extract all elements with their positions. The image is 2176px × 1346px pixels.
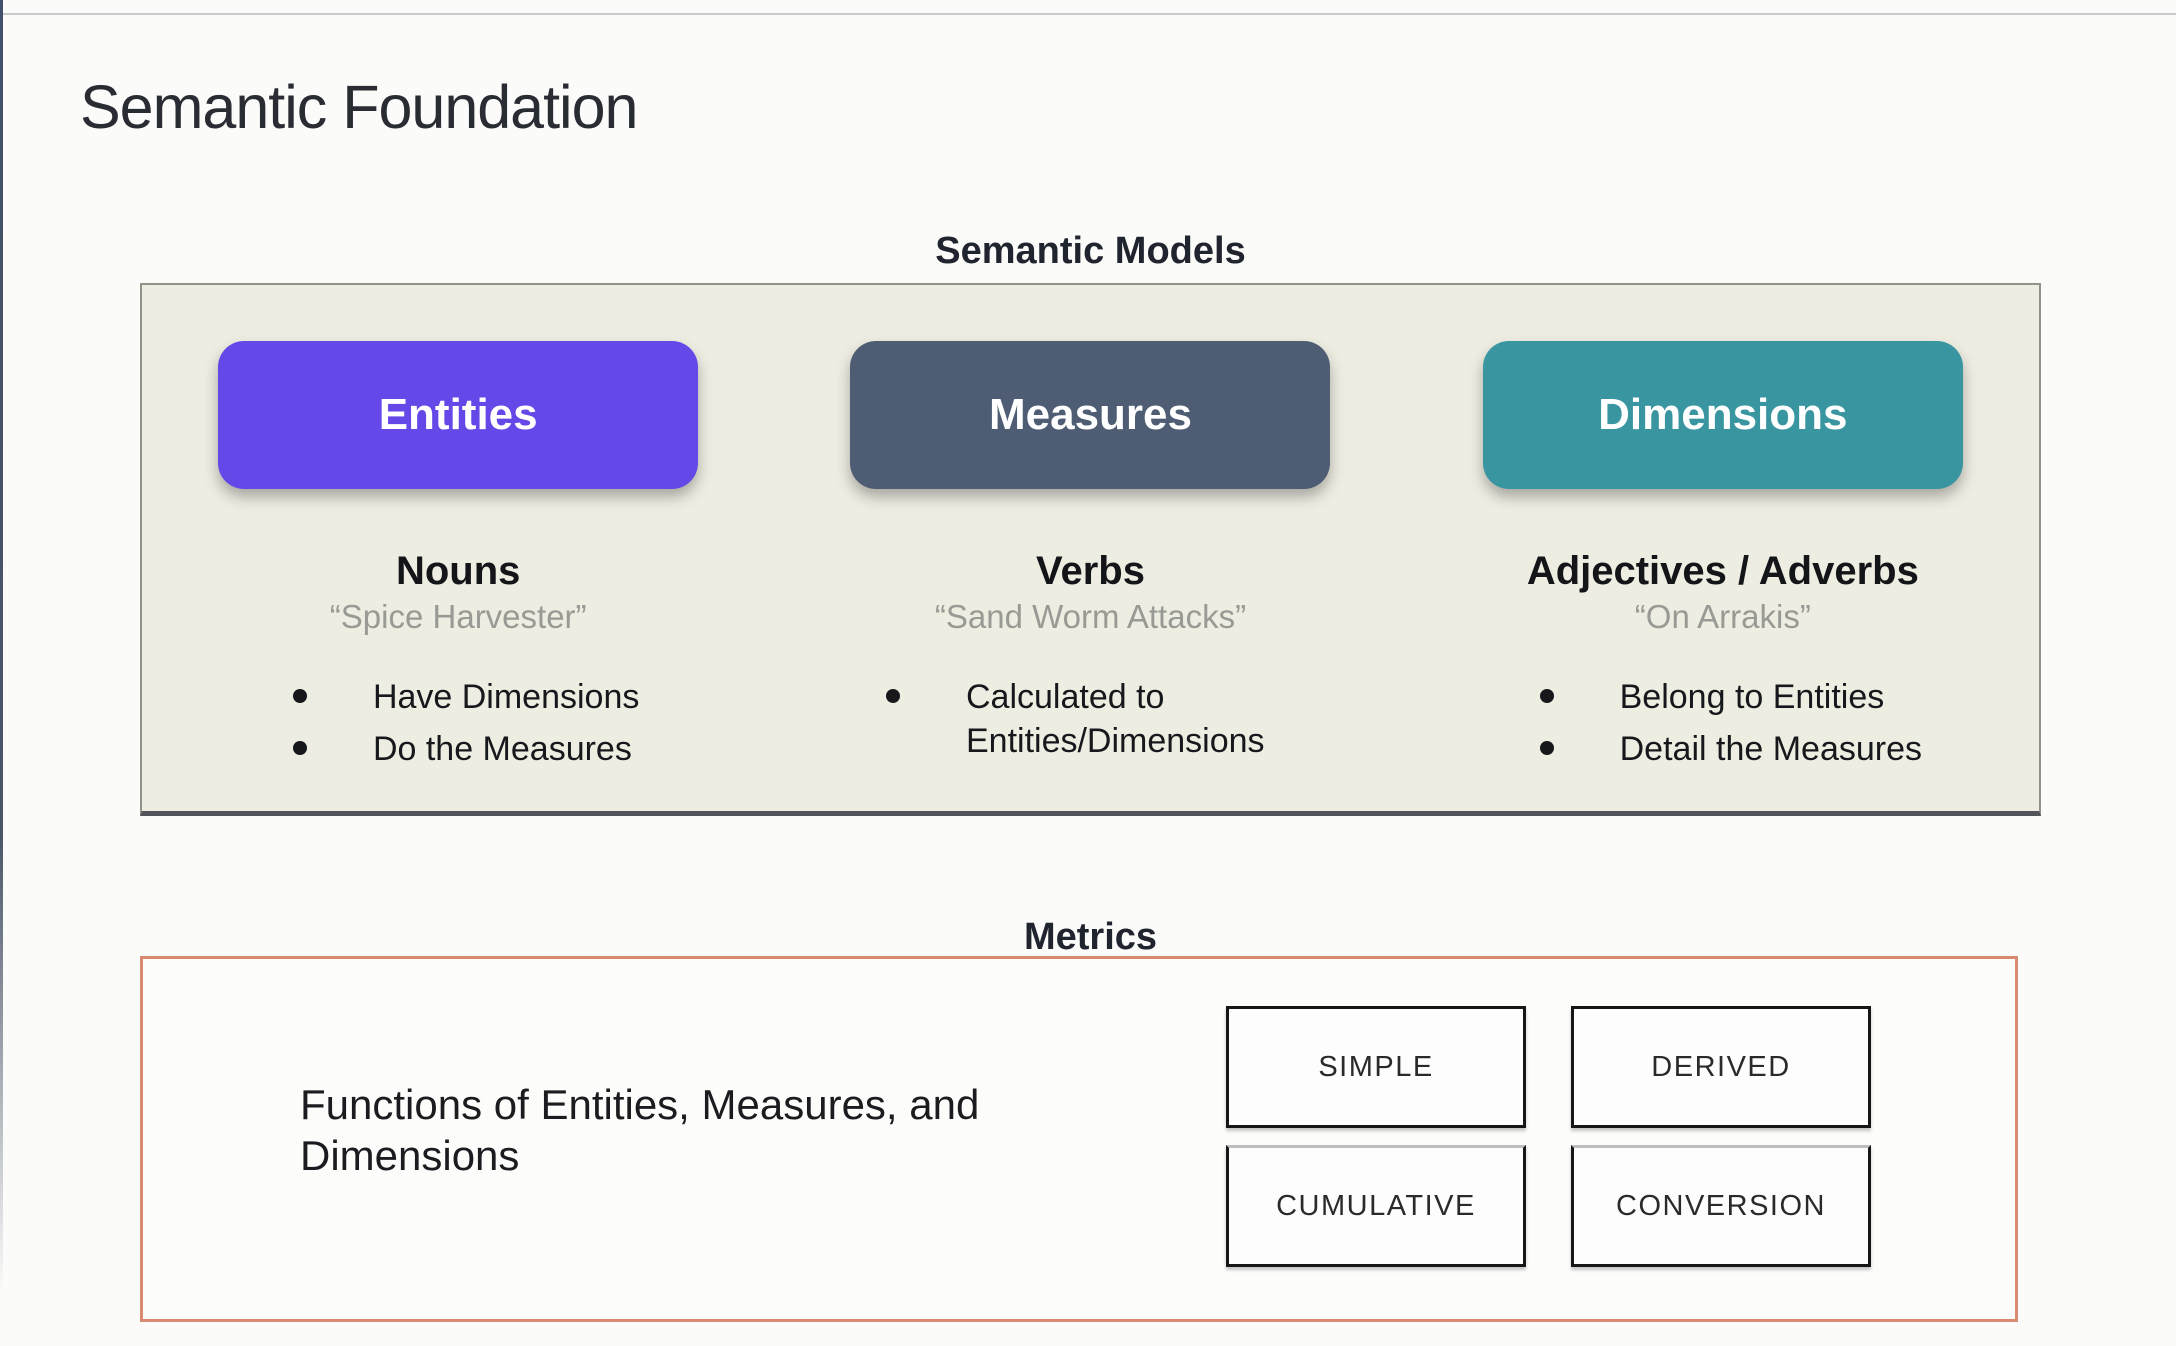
window-top-edge — [0, 13, 2176, 15]
measures-role-label: Verbs — [1036, 549, 1145, 593]
entities-pill: Entities — [218, 341, 699, 489]
bullet-item: Have Dimensions — [277, 675, 639, 719]
metrics-panel: Functions of Entities, Measures, and Dim… — [140, 956, 2018, 1322]
metric-type-cumulative: CUMULATIVE — [1226, 1145, 1526, 1267]
bullet-item: Belong to Entities — [1524, 675, 1922, 719]
model-column-entities: Entities Nouns “Spice Harvester” Have Di… — [142, 285, 774, 811]
metric-type-conversion: CONVERSION — [1571, 1145, 1871, 1267]
measures-pill: Measures — [850, 341, 1331, 489]
page-title: Semantic Foundation — [80, 73, 638, 141]
metric-types-grid: SIMPLE DERIVED CUMULATIVE CONVERSION — [1226, 1006, 1871, 1267]
semantic-models-heading: Semantic Models — [935, 230, 1246, 272]
bullet-item: Do the Measures — [277, 727, 639, 771]
bullet-item: Detail the Measures — [1524, 727, 1922, 771]
metric-type-derived: DERIVED — [1571, 1006, 1871, 1128]
dimensions-bullet-list: Belong to Entities Detail the Measures — [1524, 675, 1922, 779]
entities-example-quote: “Spice Harvester” — [329, 598, 587, 635]
metric-type-simple: SIMPLE — [1226, 1006, 1526, 1128]
window-left-edge — [0, 0, 3, 1346]
measures-bullet-list: Calculated to Entities/Dimensions — [870, 675, 1311, 771]
semantic-models-panel: Entities Nouns “Spice Harvester” Have Di… — [140, 283, 2041, 816]
measures-example-quote: “Sand Worm Attacks” — [934, 598, 1247, 635]
dimensions-role-label: Adjectives / Adverbs — [1526, 549, 1919, 593]
metrics-heading: Metrics — [1023, 916, 1158, 958]
model-column-measures: Measures Verbs “Sand Worm Attacks” Calcu… — [774, 285, 1406, 811]
entities-role-label: Nouns — [395, 549, 521, 593]
dimensions-pill: Dimensions — [1482, 341, 1963, 489]
entities-bullet-list: Have Dimensions Do the Measures — [277, 675, 639, 779]
model-column-dimensions: Dimensions Adjectives / Adverbs “On Arra… — [1407, 285, 2039, 811]
metrics-description: Functions of Entities, Measures, and Dim… — [300, 1081, 980, 1180]
bullet-item: Calculated to Entities/Dimensions — [870, 675, 1311, 763]
dimensions-example-quote: “On Arrakis” — [1634, 598, 1811, 635]
